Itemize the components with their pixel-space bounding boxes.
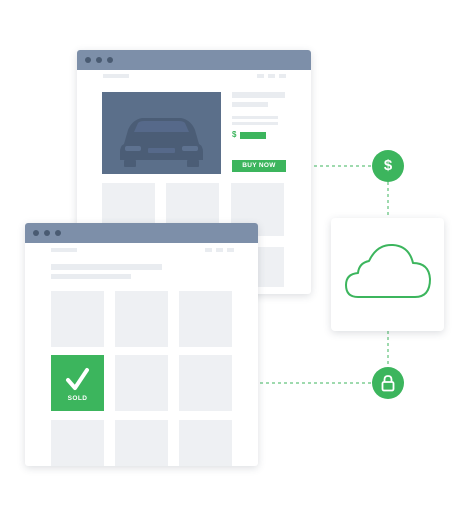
catalog-tile[interactable] [179,291,232,347]
lock-icon [381,375,395,392]
buy-now-button[interactable]: BUY NOW [232,160,286,172]
car-image-icon [120,118,203,167]
listing-titlebar [77,50,311,70]
header-placeholder [51,248,77,252]
catalog-title-placeholder [51,264,162,270]
catalog-window: SOLD [25,223,258,466]
sold-tile[interactable]: SOLD [51,355,104,411]
cloud-card [331,218,444,331]
sold-label: SOLD [67,395,88,402]
menu-placeholder-2 [216,248,223,252]
menu-placeholder-1 [257,74,264,78]
desc-placeholder-1 [232,116,278,119]
catalog-tile[interactable] [115,420,168,466]
window-dot-2 [96,57,102,63]
catalog-subtitle-placeholder [51,274,131,279]
catalog-tile[interactable] [115,355,168,411]
window-dot-1 [33,230,39,236]
cloud-icon [345,243,431,298]
subtitle-placeholder [232,102,268,107]
dollar-icon: $ [383,157,393,174]
payment-node: $ [372,150,404,182]
window-dot-2 [44,230,50,236]
catalog-tile[interactable] [115,291,168,347]
desc-placeholder-2 [232,122,278,125]
catalog-tile[interactable] [51,291,104,347]
price-bar [240,132,266,139]
checkmark-icon [66,368,89,390]
window-dot-1 [85,57,91,63]
menu-placeholder-3 [227,248,234,252]
window-dot-3 [107,57,113,63]
car-image [102,92,221,174]
menu-placeholder-3 [279,74,286,78]
catalog-tile[interactable] [179,355,232,411]
menu-placeholder-2 [268,74,275,78]
catalog-titlebar [25,223,258,243]
window-dot-3 [55,230,61,236]
header-placeholder [103,74,129,78]
menu-placeholder-1 [205,248,212,252]
price-symbol: $ [232,130,237,139]
catalog-tile[interactable] [179,420,232,466]
catalog-tile[interactable] [51,420,104,466]
title-placeholder [232,92,285,98]
lock-node [372,367,404,399]
